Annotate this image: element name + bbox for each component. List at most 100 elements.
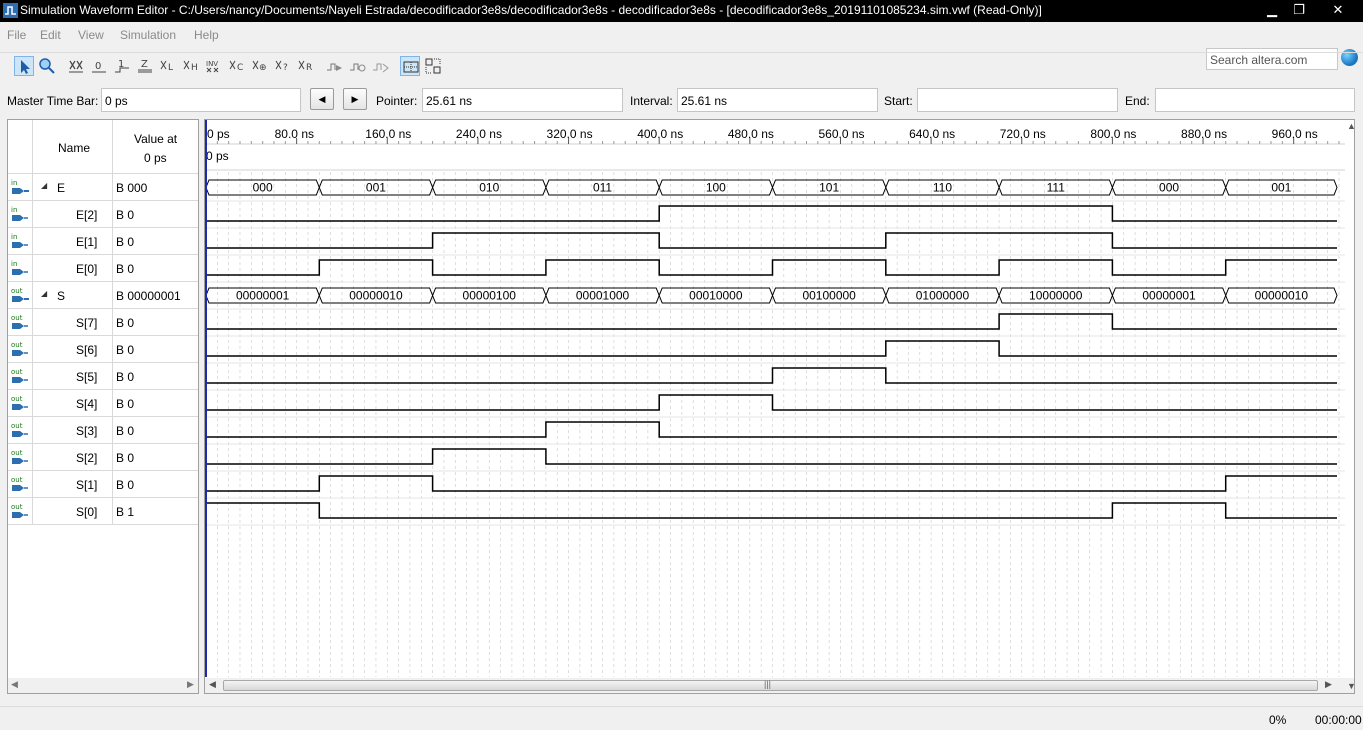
bus-segment[interactable] bbox=[1111, 287, 1227, 304]
bus-value-label: 000 bbox=[1159, 181, 1179, 195]
column-divider[interactable] bbox=[112, 120, 113, 525]
collapse-triangle-icon[interactable]: ◢ bbox=[41, 181, 48, 190]
signal-waveform[interactable] bbox=[206, 448, 1337, 465]
overwrite-clock-icon[interactable]: ⊕ bbox=[250, 56, 270, 76]
bus-segment[interactable] bbox=[771, 179, 887, 196]
search-input[interactable]: Search altera.com bbox=[1206, 48, 1338, 70]
force-high-icon[interactable]: 1 bbox=[112, 56, 132, 76]
minimize-button[interactable]: ▁ bbox=[1267, 2, 1277, 17]
bus-segment[interactable] bbox=[1111, 179, 1227, 196]
force-weak-high-icon[interactable]: H bbox=[181, 56, 201, 76]
time-tick-label: 0 ps bbox=[207, 127, 230, 141]
scroll-right-arrow-icon[interactable]: ▶ bbox=[1325, 679, 1332, 689]
signal-waveform[interactable] bbox=[206, 394, 1337, 411]
scroll-up-arrow-icon[interactable]: ▲ bbox=[1347, 121, 1356, 131]
snap-to-grid-icon[interactable] bbox=[400, 56, 420, 76]
name-column-header[interactable]: Name bbox=[58, 141, 91, 155]
master-time-bar-label: Master Time Bar: bbox=[7, 94, 99, 108]
bus-segment[interactable] bbox=[998, 179, 1113, 196]
force-high-impedance-icon[interactable]: Z bbox=[135, 56, 155, 76]
bus-segment[interactable] bbox=[885, 179, 1000, 196]
menu-help[interactable]: Help bbox=[194, 28, 219, 42]
menu-file[interactable]: File bbox=[7, 28, 27, 42]
signal-waveform[interactable] bbox=[206, 259, 1337, 276]
signal-waveform[interactable] bbox=[206, 205, 1337, 222]
value-column-header[interactable]: Value at bbox=[134, 132, 178, 146]
scroll-down-arrow-icon[interactable]: ▼ bbox=[1347, 681, 1356, 691]
svg-text:Z: Z bbox=[141, 59, 148, 70]
bus-segment[interactable] bbox=[658, 287, 774, 304]
progress-percent: 0% bbox=[1269, 713, 1287, 727]
force-low-icon[interactable]: 0 bbox=[89, 56, 109, 76]
bus-segment[interactable] bbox=[318, 287, 434, 304]
signal-waveform[interactable] bbox=[206, 340, 1337, 357]
restore-button[interactable]: ❐ bbox=[1293, 2, 1305, 17]
signal-waveform[interactable] bbox=[206, 313, 1337, 330]
bus-segment[interactable] bbox=[318, 179, 434, 196]
signal-waveform[interactable] bbox=[206, 367, 1337, 384]
scroll-left-arrow-icon[interactable]: ◀ bbox=[209, 679, 216, 689]
waveform-horizontal-scrollbar[interactable]: ◀ ||| ▶ bbox=[205, 678, 1354, 693]
grid-settings-icon[interactable] bbox=[423, 56, 443, 76]
count-value-icon[interactable]: C bbox=[227, 56, 247, 76]
zoom-tool-icon[interactable] bbox=[37, 56, 57, 76]
close-button[interactable]: ✕ bbox=[1332, 2, 1344, 17]
bus-segment[interactable] bbox=[658, 179, 774, 196]
random-values-icon[interactable]: ? bbox=[273, 56, 293, 76]
next-transition-button[interactable]: ▶ bbox=[343, 88, 367, 110]
bus-segment[interactable] bbox=[545, 287, 660, 304]
svg-text:in: in bbox=[11, 179, 17, 187]
run-timing-simulation-icon[interactable] bbox=[348, 56, 368, 76]
bus-segment[interactable] bbox=[998, 287, 1113, 304]
run-functional-simulation-icon[interactable] bbox=[325, 56, 345, 76]
interval-field: 25.61 ns bbox=[677, 88, 878, 112]
previous-transition-button[interactable]: ◀ bbox=[310, 88, 334, 110]
waveform-vertical-scrollbar[interactable]: ▲ ▼ bbox=[1345, 119, 1358, 694]
bus-segment[interactable] bbox=[885, 287, 1000, 304]
bus-segment[interactable] bbox=[771, 287, 887, 304]
overwrite-value-icon[interactable]: R bbox=[296, 56, 316, 76]
signal-waveform[interactable] bbox=[206, 475, 1337, 492]
bus-segment[interactable] bbox=[432, 179, 547, 196]
globe-icon[interactable] bbox=[1341, 49, 1358, 66]
signal-waveform[interactable] bbox=[206, 502, 1337, 519]
signal-waveform[interactable] bbox=[206, 232, 1337, 249]
svg-text:out: out bbox=[11, 395, 23, 403]
signal-list-scrollbar[interactable]: ◀ ▶ bbox=[8, 678, 198, 693]
bus-segment[interactable] bbox=[1225, 179, 1338, 196]
generate-netlist-icon[interactable] bbox=[371, 56, 391, 76]
bus-segment[interactable] bbox=[1225, 287, 1338, 304]
invert-icon[interactable]: INV bbox=[204, 56, 224, 76]
bus-segment[interactable] bbox=[545, 179, 660, 196]
collapse-triangle-icon[interactable]: ◢ bbox=[41, 289, 48, 298]
signal-waveform[interactable] bbox=[206, 421, 1337, 438]
force-weak-low-icon[interactable]: L bbox=[158, 56, 178, 76]
master-time-bar-field[interactable]: 0 ps bbox=[101, 88, 301, 112]
bus-segment[interactable] bbox=[432, 287, 547, 304]
selection-tool-icon[interactable] bbox=[14, 56, 34, 76]
scroll-right-arrow-icon[interactable]: ▶ bbox=[187, 679, 194, 689]
signal-value: B 000 bbox=[116, 181, 148, 195]
menu-simulation[interactable]: Simulation bbox=[120, 28, 177, 42]
scrollbar-thumb[interactable]: ||| bbox=[223, 679, 1318, 691]
scroll-left-arrow-icon[interactable]: ◀ bbox=[11, 679, 18, 689]
force-unknown-icon[interactable] bbox=[66, 56, 86, 76]
output-pin-icon: out bbox=[11, 476, 28, 491]
menu-view[interactable]: View bbox=[78, 28, 104, 42]
menu-edit[interactable]: Edit bbox=[40, 28, 61, 42]
